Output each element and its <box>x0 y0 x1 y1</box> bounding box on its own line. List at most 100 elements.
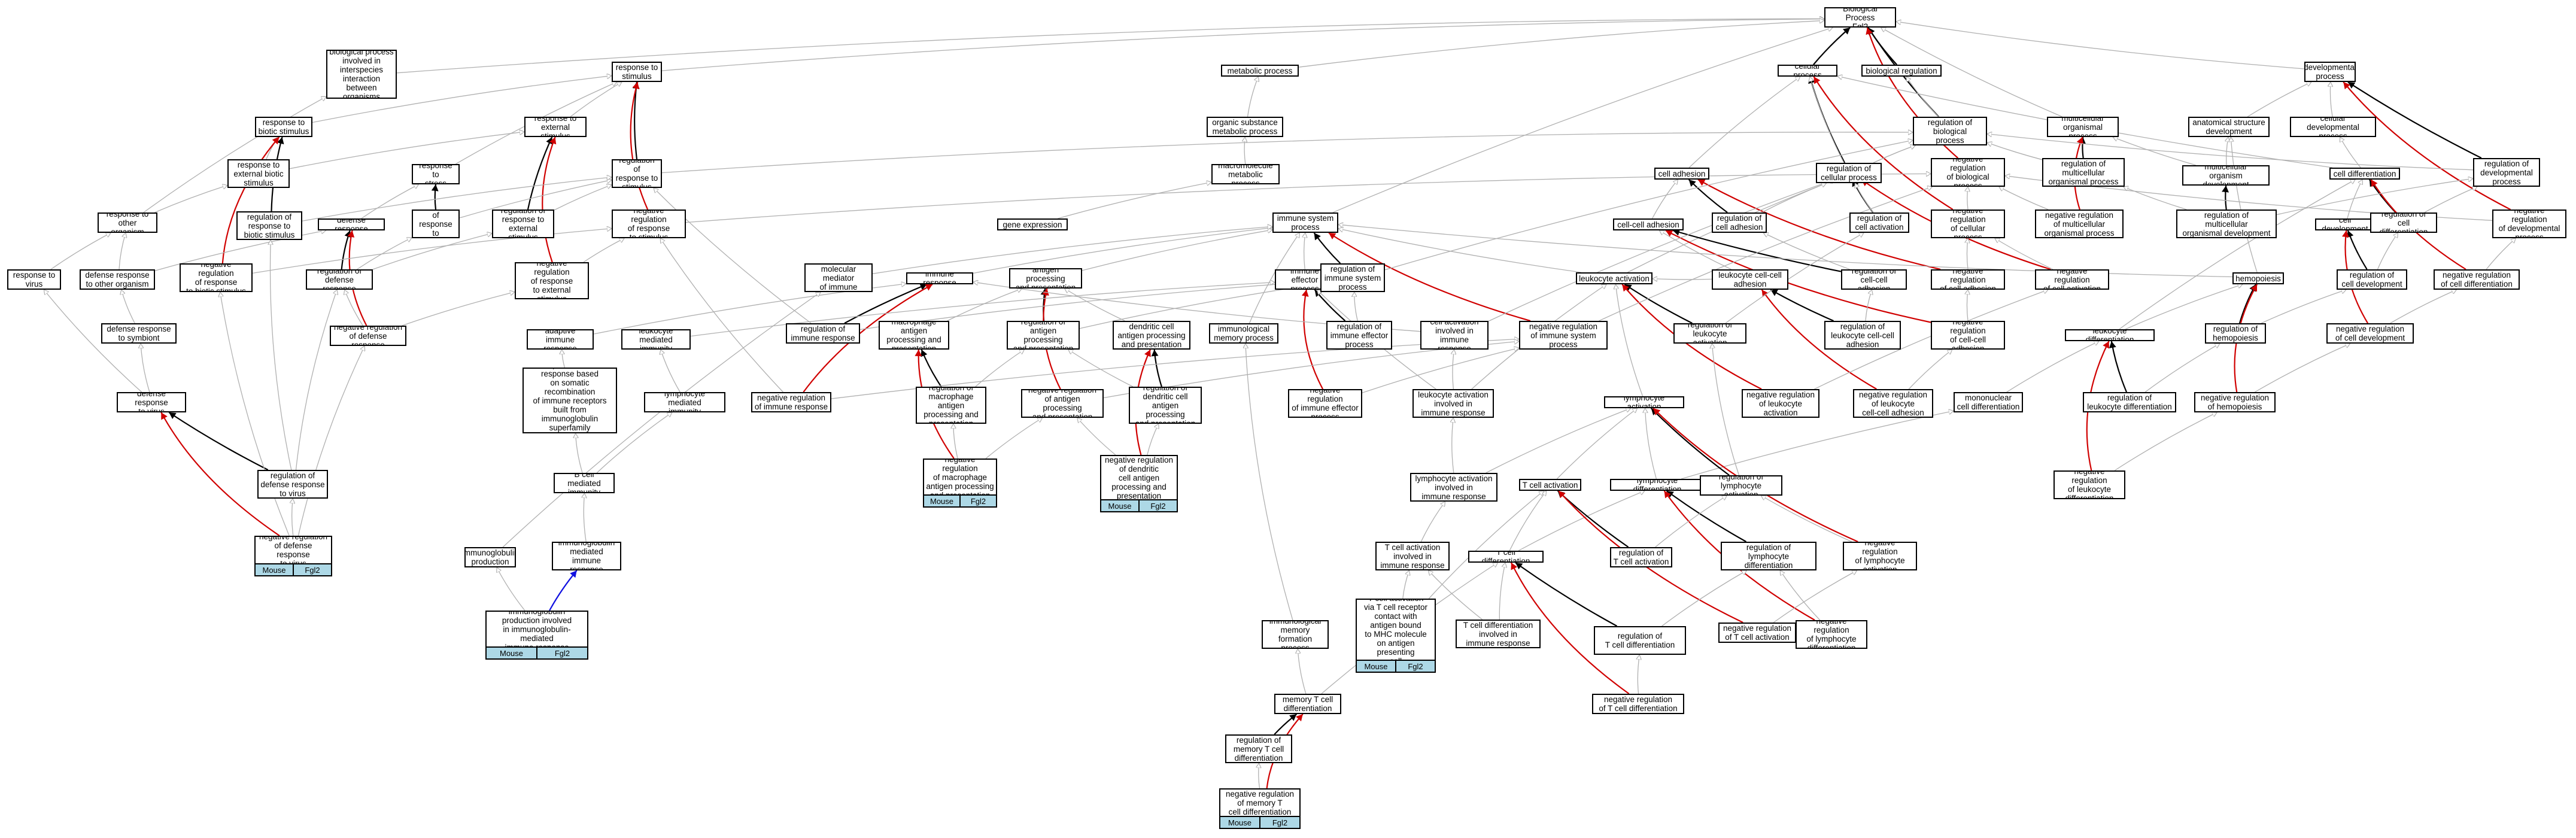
go-term-rodrv[interactable]: regulation of defense response to virus <box>257 470 328 499</box>
annotation-gene[interactable]: Fgl2 <box>959 496 996 506</box>
go-term-cca[interactable]: cell-cell adhesion <box>1613 218 1684 230</box>
go-term-roca[interactable]: regulation of cell adhesion <box>1712 212 1767 233</box>
go-term-bp[interactable]: Biological Process Fgl2 <box>1824 7 1896 28</box>
go-term-rorbs[interactable]: regulation of response to biotic stimulu… <box>236 211 302 240</box>
go-term-rtv[interactable]: response to virus <box>7 269 61 290</box>
go-term-bcmi[interactable]: B cell mediated immunity <box>554 473 615 493</box>
go-term-roir[interactable]: regulation of immune response <box>786 323 860 344</box>
go-term-nromapap[interactable]: negative regulation of macrophage antige… <box>923 459 997 496</box>
go-term-rodp[interactable]: regulation of developmental process <box>2473 158 2540 187</box>
go-term-nrocdev[interactable]: negative regulation of cell development <box>2326 323 2414 344</box>
go-term-tcatcr[interactable]: T cell activation via T cell receptor co… <box>1356 599 1436 661</box>
go-term-lymi[interactable]: lymphocyte mediated immunity <box>644 392 725 412</box>
annotation-species[interactable]: Mouse <box>256 564 293 575</box>
go-term-nrorbs[interactable]: negative regulation of response to bioti… <box>180 263 253 292</box>
go-term-tca[interactable]: T cell activation <box>1519 479 1581 491</box>
go-term-airsr[interactable]: adaptive immune response based on somati… <box>523 368 617 433</box>
go-term-breg[interactable]: biological regulation <box>1861 65 1942 77</box>
go-term-romop[interactable]: regulation of multicellular organismal p… <box>2042 158 2125 187</box>
go-term-nrohemo[interactable]: negative regulation of hemopoiesis <box>2194 392 2276 412</box>
go-term-nrodp[interactable]: negative regulation of developmental pro… <box>2492 210 2566 238</box>
go-term-nrobp[interactable]: negative regulation of biological proces… <box>1931 158 2005 187</box>
go-term-ir[interactable]: immune response <box>906 272 973 284</box>
go-term-lyaiir[interactable]: lymphocyte activation involved in immune… <box>1410 473 1497 502</box>
go-term-rolcca[interactable]: regulation of leukocyte cell-cell adhesi… <box>1824 321 1901 350</box>
go-term-rtebs[interactable]: response to external biotic stimulus <box>227 159 290 188</box>
go-term-nromtcd[interactable]: negative regulation of memory T cell dif… <box>1219 788 1301 817</box>
annotation-gene[interactable]: Fgl2 <box>1138 500 1177 511</box>
go-term-ca[interactable]: cell adhesion <box>1654 168 1709 180</box>
go-term-nrocca[interactable]: negative regulation of cell-cell adhesio… <box>1931 321 2005 350</box>
go-term-tcdiir[interactable]: T cell differentiation involved in immun… <box>1456 620 1541 648</box>
go-term-nrodr[interactable]: negative regulation of defense response <box>330 326 406 346</box>
go-term-nrolyd[interactable]: negative regulation of lymphocyte differ… <box>1796 620 1867 649</box>
go-term-mmp[interactable]: macromolecule metabolic process <box>1211 164 1280 184</box>
go-term-nrotcd[interactable]: negative regulation of T cell differenti… <box>1592 694 1684 714</box>
go-term-lmi[interactable]: leukocyte mediated immunity <box>621 329 691 350</box>
go-term-cdiff[interactable]: cell differentiation <box>2329 168 2400 180</box>
go-term-dcapap[interactable]: dendritic cell antigen processing and pr… <box>1113 321 1190 350</box>
go-term-nrodcapap[interactable]: negative regulation of dendritic cell an… <box>1100 455 1178 500</box>
go-term-tcd[interactable]: T cell differentiation <box>1468 551 1544 563</box>
go-term-rtoo[interactable]: response to other organism <box>98 212 157 233</box>
go-term-air[interactable]: adaptive immune response <box>527 329 594 350</box>
go-term-rolyd[interactable]: regulation of lymphocyte differentiation <box>1721 542 1816 570</box>
go-term-rola[interactable]: regulation of leukocyte activation <box>1673 323 1746 344</box>
go-term-rorts[interactable]: regulation of response to stimulus <box>612 159 662 188</box>
go-term-rocdev[interactable]: regulation of cell development <box>2337 269 2407 290</box>
go-term-nrodrv[interactable]: negative regulation of defense response … <box>254 536 332 564</box>
annotation-species[interactable]: Mouse <box>924 496 959 506</box>
go-term-igp[interactable]: immunoglobulin production <box>464 547 516 567</box>
go-term-nroir[interactable]: negative regulation of immune response <box>751 392 831 412</box>
go-term-hemo[interactable]: hemopoiesis <box>2232 272 2284 284</box>
go-term-asd[interactable]: anatomical structure development <box>2188 117 2270 137</box>
go-term-mtcd[interactable]: memory T cell differentiation <box>1274 694 1341 714</box>
go-term-caiir[interactable]: cell activation involved in immune respo… <box>1420 321 1489 350</box>
go-term-cp[interactable]: cellular process <box>1778 65 1837 77</box>
go-term-rorts2[interactable]: regulation of response to stress <box>412 210 460 238</box>
go-term-la[interactable]: leukocyte activation <box>1576 272 1652 284</box>
go-term-lcca[interactable]: leukocyte cell-cell adhesion <box>1712 269 1788 290</box>
go-term-rocp[interactable]: regulation of cellular process <box>1816 163 1882 183</box>
go-term-dp[interactable]: developmental process <box>2304 62 2356 82</box>
annotation-species[interactable]: Mouse <box>487 648 536 658</box>
go-term-robp[interactable]: regulation of biological process <box>1913 117 1987 145</box>
go-term-roisp[interactable]: regulation of immune system process <box>1320 263 1385 292</box>
go-term-nrolcca[interactable]: negative regulation of leukocyte cell-ce… <box>1853 389 1933 418</box>
go-term-imp[interactable]: immunological memory process <box>1209 323 1278 344</box>
go-term-nroiep[interactable]: negative regulation of immune effector p… <box>1288 389 1362 418</box>
go-term-isp[interactable]: immune system process <box>1272 212 1338 233</box>
go-term-rohemo[interactable]: regulation of hemopoiesis <box>2205 323 2266 344</box>
go-term-rodcapap[interactable]: regulation of dendritic cell antigen pro… <box>1129 387 1202 424</box>
annotation-gene[interactable]: Fgl2 <box>1395 661 1435 672</box>
go-term-nrortes[interactable]: negative regulation of response to exter… <box>515 262 589 299</box>
go-term-rocd[interactable]: regulation of cell differentiation <box>2370 212 2437 233</box>
go-term-mod[interactable]: multicellular organism development <box>2182 165 2270 186</box>
go-term-mop[interactable]: multicellular organismal process <box>2047 117 2119 137</box>
go-term-rts2[interactable]: response to stress <box>412 164 460 184</box>
go-term-igpii[interactable]: immunoglobulin production involved in im… <box>485 611 588 648</box>
go-term-rotcd[interactable]: regulation of T cell differentiation <box>1594 626 1686 655</box>
go-term-nrola[interactable]: negative regulation of leukocyte activat… <box>1742 389 1819 418</box>
go-term-nroca[interactable]: negative regulation of cell adhesion <box>1931 269 2005 290</box>
annotation-species[interactable]: Mouse <box>1357 661 1395 672</box>
go-term-drts[interactable]: defense response to symbiont <box>101 323 177 344</box>
go-term-roapap[interactable]: regulation of antigen processing and pre… <box>1007 321 1080 350</box>
go-term-nroapap[interactable]: negative regulation of antigen processin… <box>1021 389 1104 418</box>
go-term-roiep[interactable]: regulation of immune effector process <box>1326 321 1392 350</box>
go-term-mapap[interactable]: macrophage antigen processing and presen… <box>879 321 949 350</box>
annotation-gene[interactable]: Fgl2 <box>1259 817 1299 828</box>
go-term-dr[interactable]: defense response <box>318 218 385 230</box>
go-term-rold[interactable]: regulation of leukocyte differentiation <box>2083 392 2176 412</box>
go-term-rocact[interactable]: regulation of cell activation <box>1849 212 1909 233</box>
go-term-rortes[interactable]: regulation of response to external stimu… <box>492 210 554 238</box>
go-term-nromop[interactable]: negative regulation of multicellular org… <box>2035 210 2124 238</box>
go-term-rotca[interactable]: regulation of T cell activation <box>1610 547 1672 567</box>
go-term-igmir[interactable]: immunoglobulin mediated immune response <box>552 542 621 570</box>
go-term-tcaiir[interactable]: T cell activation involved in immune res… <box>1375 542 1450 570</box>
go-term-pmmir[interactable]: production of molecular mediator of immu… <box>804 263 873 292</box>
annotation-species[interactable]: Mouse <box>1220 817 1259 828</box>
go-term-ge[interactable]: gene expression <box>997 218 1068 230</box>
go-term-cdp[interactable]: cellular developmental process <box>2290 117 2376 137</box>
go-term-osmp[interactable]: organic substance metabolic process <box>1207 117 1283 137</box>
